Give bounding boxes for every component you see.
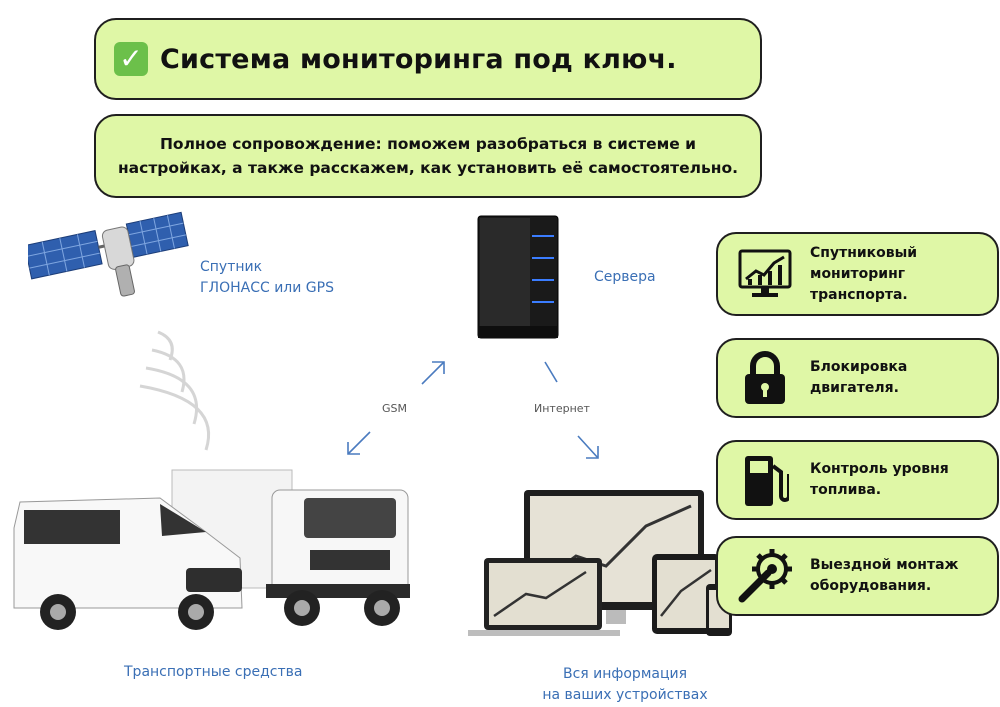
chart-monitor-icon (734, 243, 796, 305)
arrow-up-right-icon (421, 361, 445, 385)
devices-illustration (468, 490, 732, 636)
subtitle-text: Полное сопровождение: поможем разобратьс… (118, 132, 738, 180)
page-title: Система мониторинга под ключ. (160, 43, 677, 75)
feature-line: оборудования. (810, 578, 932, 594)
fuel-pump-icon (734, 449, 796, 511)
feature-line: двигателя. (810, 380, 899, 396)
wrench-gear-icon (734, 545, 796, 607)
feature-line: Спутниковый (810, 244, 918, 261)
servers-label: Сервера (594, 269, 656, 285)
feature-text: Контроль уровня топлива. (810, 459, 949, 501)
subtitle-line-1: Полное сопровождение: поможем разобратьс… (159, 135, 697, 153)
tablet-icon (652, 554, 720, 634)
satellite-label-line-2: ГЛОНАСС или GPS (200, 280, 334, 296)
satellite-icon (28, 211, 189, 297)
feature-line: транспорта. (810, 286, 908, 303)
arrow-down-right-small-icon (544, 361, 558, 383)
devices-label-line-1: Вся информация (562, 666, 688, 682)
vehicles-label: Транспортные средства (124, 664, 303, 680)
subtitle-line-2: настройках, а также расскажем, как устан… (117, 159, 739, 177)
feature-line: мониторинг (810, 265, 906, 282)
feature-fuel-control: Контроль уровня топлива. (716, 440, 999, 520)
feature-line: топлива. (810, 482, 882, 498)
arrow-down-right-icon (577, 435, 599, 459)
vehicles-illustration (13, 469, 410, 630)
gsm-label: GSM (382, 402, 407, 415)
feature-text: Спутниковый мониторинг транспорта. (810, 243, 917, 306)
signal-waves-icon (139, 330, 211, 451)
laptop-icon (468, 558, 620, 636)
checkmark-icon: ✓ (114, 42, 148, 76)
feature-installation: Выездной монтаж оборудования. (716, 536, 999, 616)
feature-text: Выездной монтаж оборудования. (810, 555, 958, 597)
padlock-icon (734, 347, 796, 409)
feature-satellite-monitoring: Спутниковый мониторинг транспорта. (716, 232, 999, 316)
feature-line: Контроль уровня (810, 461, 949, 477)
devices-label-line-2: на ваших устройствах (542, 687, 708, 703)
title-banner: ✓ Система мониторинга под ключ. (94, 18, 762, 100)
feature-line: Выездной монтаж (810, 557, 959, 573)
arrow-down-left-icon (347, 431, 371, 455)
feature-engine-lock: Блокировка двигателя. (716, 338, 999, 418)
internet-label: Интернет (534, 402, 590, 415)
subtitle-banner: Полное сопровождение: поможем разобратьс… (94, 114, 762, 198)
feature-line: Блокировка (810, 359, 908, 375)
devices-label: Вся информация на ваших устройствах (540, 664, 710, 706)
server-icon (477, 215, 559, 339)
satellite-label: Спутник ГЛОНАСС или GPS (200, 257, 334, 299)
feature-text: Блокировка двигателя. (810, 357, 907, 399)
satellite-label-line-1: Спутник (200, 259, 263, 275)
van-icon (13, 497, 243, 630)
